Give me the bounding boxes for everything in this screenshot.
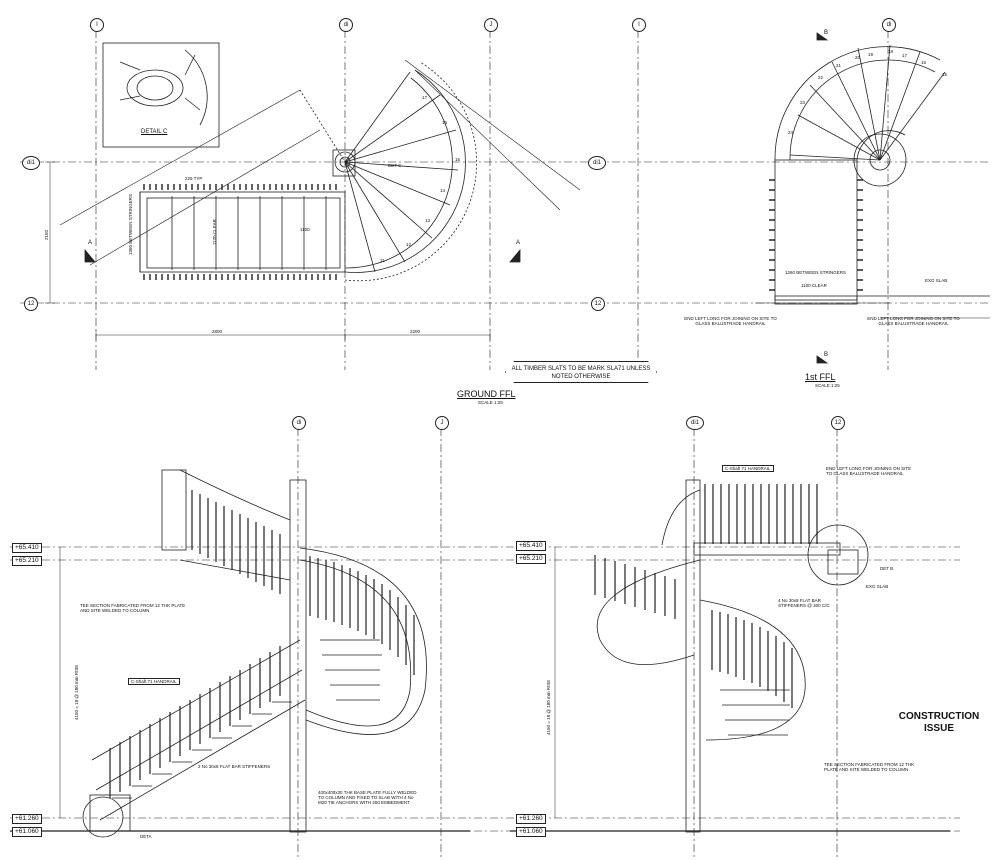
right-level-top1: +65.410 xyxy=(516,541,546,551)
ground-note-clear: 1120 CLEAR xyxy=(212,219,217,245)
right-level-bot1: +61.260 xyxy=(516,814,546,824)
ground-note-between: 1360 BETWEEN STRINGERS xyxy=(128,193,133,255)
grid-bubble-j-top: J xyxy=(484,18,498,32)
section-markers xyxy=(84,32,829,364)
right-note-tee: TEE SECTION FABRICATED FROM 12 THK PLATE… xyxy=(824,762,915,772)
tread-14: 14 xyxy=(440,188,446,193)
left-note-handrail: C-Shaft 71 HANDRAIL xyxy=(128,678,180,685)
ground-dim-2800: 2800 xyxy=(212,329,223,334)
right-level-top2: +65.210 xyxy=(516,554,546,564)
left-elev-balusters xyxy=(109,490,415,798)
first-between: 1260 BETWEEN STRINGERS xyxy=(785,270,847,275)
first-tread-20: 20 xyxy=(855,55,861,60)
tread-15: 15 xyxy=(455,157,461,162)
right-elev-balusters xyxy=(594,484,818,708)
left-elevation xyxy=(82,469,427,838)
ground-dim-height: 2150 xyxy=(44,229,49,240)
left-level-top2: +65.210 xyxy=(12,556,42,566)
grid-bubble-di1-mid: di1 xyxy=(588,156,606,170)
tread-12: 12 xyxy=(406,242,412,247)
grid-lines xyxy=(10,30,990,858)
first-clear: 1100 CLEAR xyxy=(801,283,827,288)
right-elev-treads xyxy=(720,689,790,736)
grid-bubble-di1-elev: di1 xyxy=(686,416,704,430)
left-note-rise: 4150 = 18 @ 180 mm RISE xyxy=(74,664,79,720)
ground-note-typ: 225 TYP xyxy=(185,176,203,181)
ground-plan-straight-flight xyxy=(139,184,346,280)
timber-slat-notice: ALL TIMBER SLATS TO BE MARK SLA71 UNLESS… xyxy=(505,361,657,383)
ground-det-c: DET C xyxy=(388,163,402,168)
left-level-bot1: +61.260 xyxy=(12,814,42,824)
right-note-det: DET B xyxy=(880,566,894,571)
detail-c-box xyxy=(102,42,220,148)
right-note-rise: 4150 = 18 @ 180 mm RISE xyxy=(546,679,551,735)
first-exg-slab: EXG SLAB xyxy=(925,278,948,283)
left-det-a: DETA xyxy=(140,834,152,839)
grid-bubble-j-elev: J xyxy=(435,416,449,430)
first-tread-18: 18 xyxy=(888,49,894,54)
grid-bubble-12-left: 12 xyxy=(24,297,38,311)
first-tread-17: 17 xyxy=(902,53,908,58)
ground-dim-1100: 1100 xyxy=(300,227,310,232)
first-tread-23: 23 xyxy=(800,100,806,105)
right-note-handrail: C-Shaft 71 HANDRAIL xyxy=(722,465,774,472)
first-ffl-title: 1st FFL xyxy=(805,372,836,382)
tread-13: 13 xyxy=(425,218,431,223)
tread-16: 16 xyxy=(442,120,448,125)
first-plan-balusters xyxy=(769,179,863,291)
grid-bubble-di-elev: di xyxy=(292,416,306,430)
left-level-top1: +65.410 xyxy=(12,543,42,553)
first-ffl-scale: SCALE 1:25 xyxy=(815,383,840,388)
detail-c-title: DETAIL C xyxy=(141,129,168,135)
grid-bubble-di-top: di xyxy=(339,18,353,32)
ground-ffl-title: GROUND FFL xyxy=(457,389,516,399)
first-note-left: END LEFT LONG FOR JOINING ON SITE TO GLA… xyxy=(684,316,777,326)
ground-plan-balusters-top xyxy=(143,184,337,280)
tread-11: 11 xyxy=(380,258,385,263)
grid-bubble-12-elev: 12 xyxy=(831,416,845,430)
construction-issue-stamp: CONSTRUCTION ISSUE xyxy=(898,711,980,734)
first-tread-19: 19 xyxy=(868,52,874,57)
right-note-stiff: 4 No 30x8 FLAT BAR STIFFENERS @ 300 C/C xyxy=(778,598,830,608)
grid-bubble-di1-left: di1 xyxy=(22,156,40,170)
right-note-endleft: END LEFT LONG FOR JOINING ON SITE TO GLA… xyxy=(826,466,912,476)
grid-bubble-12-mid: 12 xyxy=(591,297,605,311)
grid-bubble-di-plan2: di xyxy=(882,18,896,32)
first-tread-22: 22 xyxy=(818,75,824,80)
first-tread-16: 16 xyxy=(921,60,927,65)
section-b-top: B xyxy=(824,30,829,36)
left-elev-treads xyxy=(112,639,382,799)
left-note-base: 400x400x30 THK BASE PLATE FULLY WELDED T… xyxy=(318,790,417,805)
right-note-exg: EXG SLAB xyxy=(866,584,889,589)
first-tread-24: 24 xyxy=(788,130,794,135)
tread-17: 17 xyxy=(422,95,428,100)
section-a-left: A xyxy=(88,240,93,246)
grid-bubble-i-top: I xyxy=(90,18,104,32)
section-a-right: A xyxy=(516,240,521,246)
first-floor-plan xyxy=(769,44,990,305)
ground-dim-2200: 2200 xyxy=(410,329,421,334)
section-b-bottom: B xyxy=(824,352,829,358)
right-elevation xyxy=(594,479,869,833)
first-note-right: END LEFT LONG FOR JOINING ON SITE TO GLA… xyxy=(867,316,960,326)
right-level-bot2: +61.060 xyxy=(516,827,546,837)
first-tread-21: 21 xyxy=(836,63,842,68)
ground-plan-helix xyxy=(59,59,581,282)
ground-ffl-scale: SCALE 1:25 xyxy=(478,400,503,405)
first-tread-15: 15 xyxy=(942,72,948,77)
left-note-tee: TEE SECTION FABRICATED FROM 12 THK PLATE… xyxy=(80,603,186,613)
left-level-bot2: +61.060 xyxy=(12,827,42,837)
left-note-stiff: 2 No 30x8 FLAT BAR STIFFENERS xyxy=(198,764,271,769)
grid-bubble-i-plan2: I xyxy=(632,18,646,32)
dimension-lines xyxy=(45,161,990,818)
